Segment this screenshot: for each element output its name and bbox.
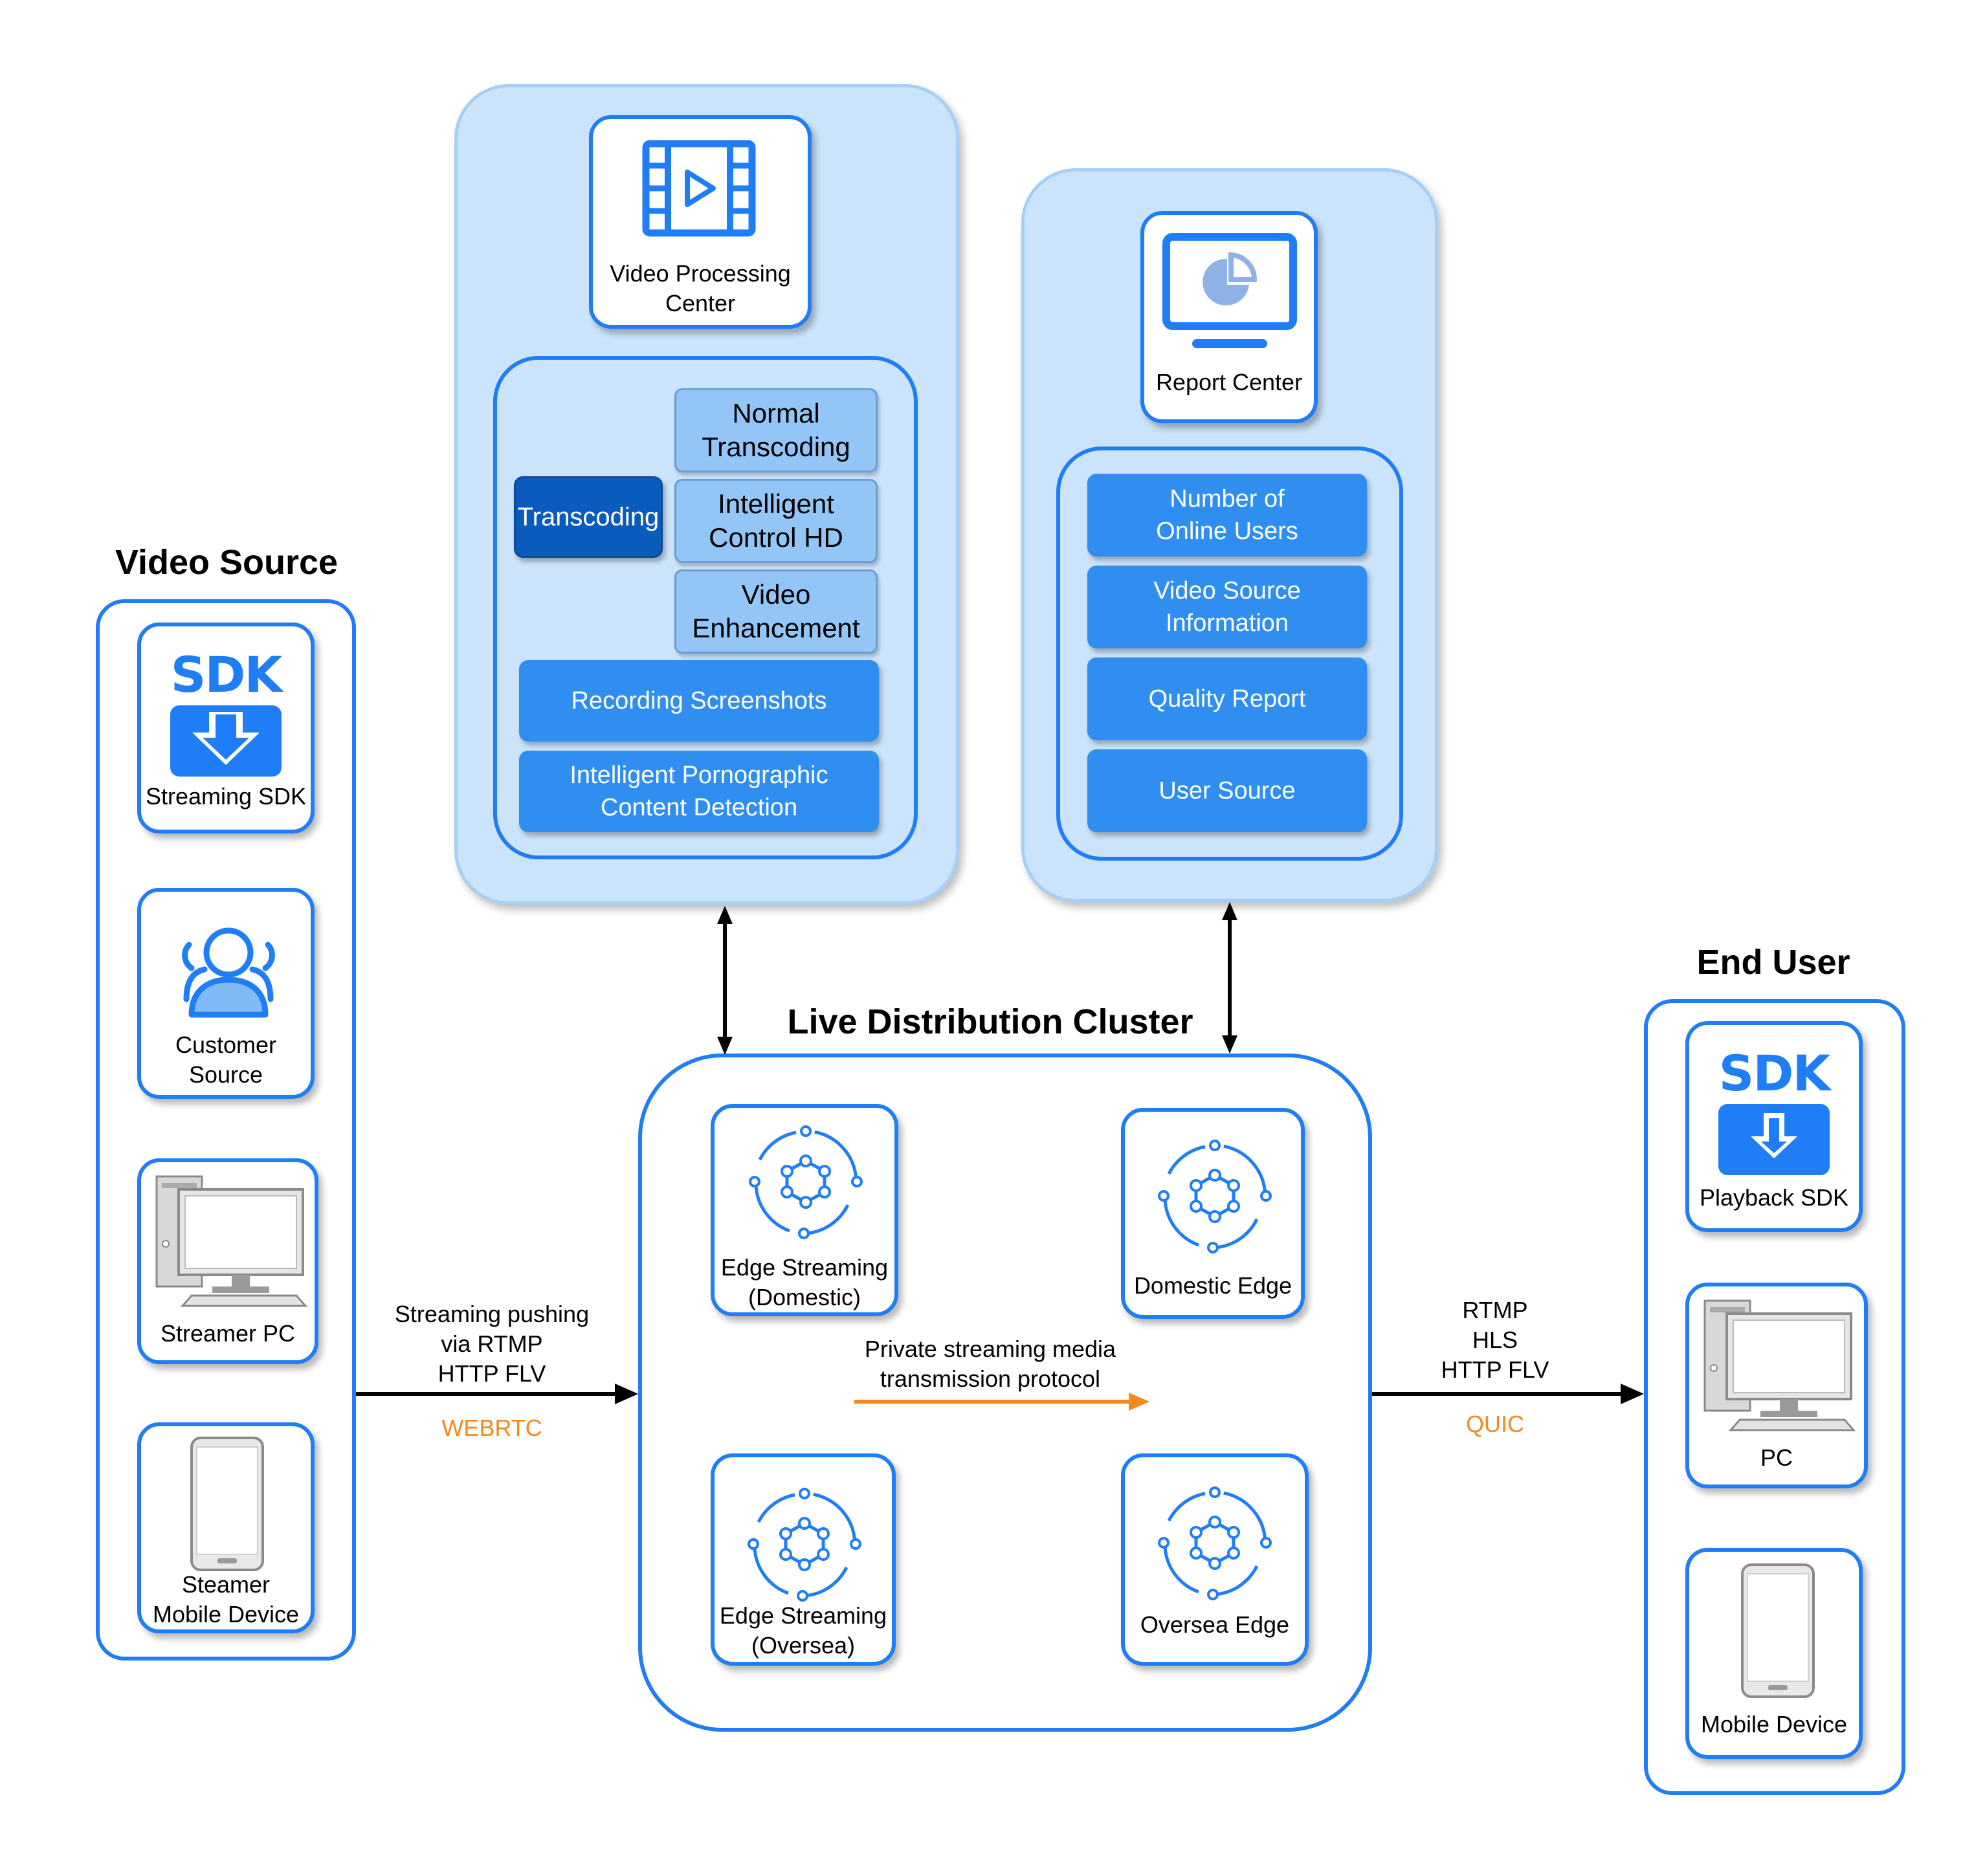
video-enhancement-option[interactable]: Video Enhancement [674,569,878,654]
mobile-phone-icon [1741,1563,1815,1698]
network-node-icon [749,1125,863,1239]
playback-sdk-label: Playback SDK [1699,1184,1849,1211]
video-source-info-button[interactable]: Video Source Information [1087,566,1367,648]
streamer-mobile-card[interactable]: Steamer Mobile Device [137,1422,315,1633]
streamer-pc-card[interactable]: Streamer PC [137,1158,318,1364]
oversea-edge-label: Oversea Edge [1140,1611,1290,1638]
download-box-icon [1718,1104,1830,1175]
pc-label: PC [1760,1444,1793,1471]
mobile-phone-icon [190,1437,264,1571]
network-node-icon [748,1488,861,1602]
delivery-arrow [1372,1384,1644,1404]
playback-sdk-card[interactable]: SDK Playback SDK [1685,1021,1863,1232]
desktop-pc-icon [1703,1299,1856,1431]
network-node-icon [1158,1486,1272,1600]
online-users-button[interactable]: Number of Online Users [1087,474,1367,557]
pornographic-detection-button[interactable]: Intelligent Pornographic Content Detecti… [519,751,879,832]
internal-protocol-label: Private streaming media transmission pro… [864,1336,1116,1392]
mobile-device-label: Mobile Device [1700,1711,1848,1738]
users-icon [182,927,275,1018]
ingest-webrtc-label: WEBRTC [441,1415,542,1441]
ingest-arrow [356,1384,638,1404]
user-source-button[interactable]: User Source [1087,749,1367,832]
domestic-edge-card[interactable]: Domestic Edge [1121,1108,1305,1319]
transcoding-button[interactable]: Transcoding [514,476,663,558]
recording-screenshots-button[interactable]: Recording Screenshots [519,660,879,742]
intelligent-control-hd-option[interactable]: Intelligent Control HD [674,479,878,563]
monitor-chart-icon [1162,233,1297,348]
quality-report-button[interactable]: Quality Report [1087,657,1367,740]
report-center-card[interactable]: Report Center [1140,211,1318,423]
sdk-download-icon: SDK [1718,1044,1831,1102]
mobile-device-card[interactable]: Mobile Device [1685,1548,1863,1759]
edge-streaming-oversea-label: Edge Streaming (Oversea) [719,1602,887,1659]
ingest-protocols-label: Streaming pushing via RTMP HTTP FLV [394,1301,590,1387]
pc-card[interactable]: PC [1685,1283,1868,1488]
cluster-title: Live Distribution Cluster [787,1002,1193,1041]
processing-cluster-connector [717,906,733,1055]
desktop-pc-icon [155,1175,308,1307]
end-user-title: End User [1696,943,1850,982]
video-source-title: Video Source [115,543,338,582]
video-processing-center-card[interactable]: Video Processing Center [589,115,812,329]
edge-streaming-domestic-card[interactable]: Edge Streaming (Domestic) [711,1104,898,1316]
download-box-icon [170,705,282,777]
internal-protocol-arrow [854,1393,1149,1411]
report-cluster-connector [1222,902,1237,1054]
streamer-pc-label: Streamer PC [160,1320,296,1347]
streamer-mobile-label: Steamer Mobile Device [152,1571,300,1628]
normal-transcoding-option[interactable]: Normal Transcoding [674,388,878,472]
edge-streaming-oversea-card[interactable]: Edge Streaming (Oversea) [711,1453,896,1666]
network-node-icon [1158,1140,1272,1253]
sdk-download-icon: SDK [170,646,283,703]
delivery-protocols-label: RTMP HLS HTTP FLV [1441,1297,1549,1383]
domestic-edge-label: Domestic Edge [1133,1272,1292,1299]
oversea-edge-card[interactable]: Oversea Edge [1121,1453,1309,1666]
delivery-quic-label: QUIC [1466,1411,1524,1437]
customer-source-card[interactable]: Customer Source [137,888,315,1099]
report-center-label: Report Center [1155,369,1303,395]
streaming-sdk-card[interactable]: SDK Streaming SDK [137,623,315,833]
video-processing-center-label: Video Processing Center [610,260,791,316]
video-film-icon [642,140,756,237]
customer-source-label: Customer Source [175,1032,277,1088]
edge-streaming-domestic-label: Edge Streaming (Domestic) [720,1254,889,1310]
streaming-sdk-label: Streaming SDK [145,783,307,810]
